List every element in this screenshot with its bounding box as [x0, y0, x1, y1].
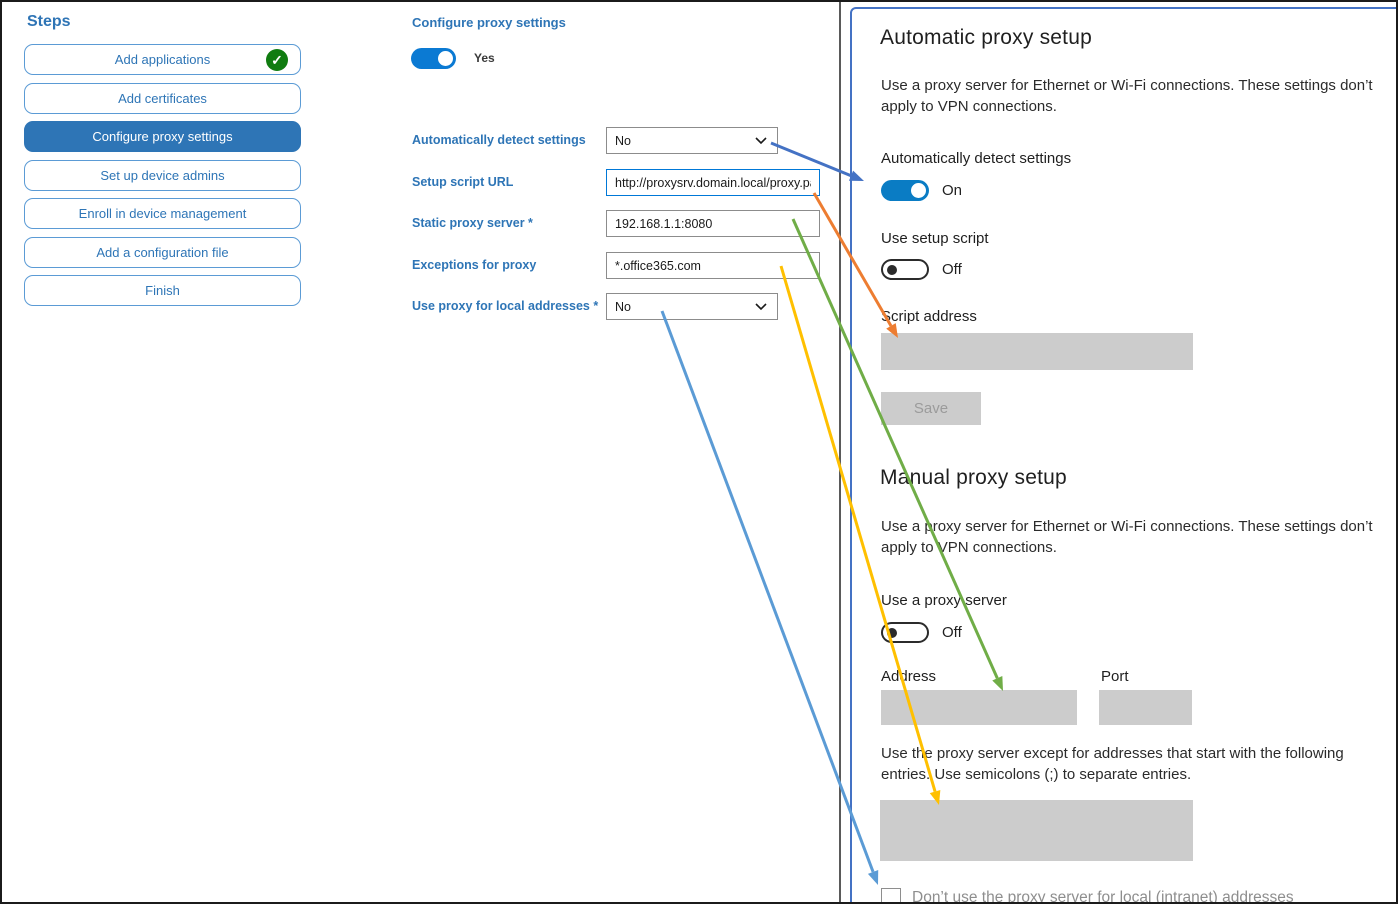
script-address-input[interactable]: [881, 333, 1193, 370]
port-label: Port: [1101, 668, 1129, 685]
detect-settings-toggle[interactable]: [881, 180, 929, 201]
field-label-exceptions: Exceptions for proxy: [412, 258, 537, 272]
sidebar-item-enroll-in-device-management[interactable]: Enroll in device management: [24, 198, 301, 229]
automatic-proxy-description: Use a proxy server for Ethernet or Wi-Fi…: [881, 77, 1373, 115]
field-label-static-proxy-server: Static proxy server *: [412, 216, 533, 230]
autodetect-select-value: No: [615, 133, 631, 148]
use-proxy-server-label: Use a proxy server: [881, 592, 1007, 609]
section-divider: [839, 2, 841, 902]
automatic-proxy-heading: Automatic proxy setup: [880, 26, 1092, 49]
proxy-address-input[interactable]: [881, 690, 1077, 725]
use-setup-script-state: Off: [942, 261, 962, 278]
save-button[interactable]: Save: [881, 392, 981, 425]
local-addresses-select[interactable]: No: [606, 293, 778, 320]
exceptions-description: Use the proxy server except for addresse…: [881, 745, 1344, 783]
sidebar-item-add-applications[interactable]: Add applications ✓: [24, 44, 301, 75]
completed-check-icon: ✓: [266, 49, 288, 71]
sidebar-item-add-a-configuration-file[interactable]: Add a configuration file: [24, 237, 301, 268]
step-label: Enroll in device management: [78, 206, 247, 221]
step-label: Add certificates: [118, 91, 207, 106]
field-label-autodetect: Automatically detect settings: [412, 133, 586, 147]
step-label: Add a configuration file: [96, 245, 229, 260]
proxy-exceptions-textarea[interactable]: [880, 800, 1193, 861]
local-addresses-mapping: [660, 310, 875, 873]
field-label-local-addresses: Use proxy for local addresses *: [412, 299, 599, 313]
sidebar-item-finish[interactable]: Finish: [24, 275, 301, 306]
proxy-exceptions-input[interactable]: [606, 252, 820, 279]
step-label: Finish: [145, 283, 180, 298]
manual-proxy-description: Use a proxy server for Ethernet or Wi-Fi…: [881, 518, 1373, 556]
local-intranet-checkbox[interactable]: [881, 888, 901, 902]
setup-script-url-input[interactable]: [606, 169, 820, 196]
chevron-down-icon: [755, 137, 767, 145]
local-addresses-select-value: No: [615, 299, 631, 314]
proxy-enabled-toggle-label: Yes: [474, 51, 495, 65]
chevron-down-icon: [755, 303, 767, 311]
static-proxy-server-input[interactable]: [606, 210, 820, 237]
manual-proxy-heading: Manual proxy setup: [880, 466, 1067, 489]
address-label: Address: [881, 668, 937, 685]
step-label: Add applications: [114, 52, 211, 67]
proxy-port-input[interactable]: [1099, 690, 1192, 725]
use-proxy-server-state: Off: [942, 624, 962, 641]
script-address-label: Script address: [881, 308, 977, 325]
use-proxy-server-toggle[interactable]: [881, 622, 929, 643]
use-setup-script-toggle[interactable]: [881, 259, 929, 280]
sidebar-item-add-certificates[interactable]: Add certificates: [24, 83, 301, 114]
sidebar-item-set-up-device-admins[interactable]: Set up device admins: [24, 160, 301, 191]
windows-proxy-settings-panel: Automatic proxy setup Use a proxy server…: [850, 7, 1396, 904]
step-label: Set up device admins: [100, 168, 225, 183]
sidebar-item-configure-proxy-settings[interactable]: Configure proxy settings: [24, 121, 301, 152]
form-title: Configure proxy settings: [412, 15, 566, 30]
autodetect-select[interactable]: No: [606, 127, 778, 154]
use-setup-script-label: Use setup script: [881, 230, 989, 247]
detect-settings-label: Automatically detect settings: [881, 150, 1072, 167]
steps-title: Steps: [27, 13, 71, 30]
proxy-enabled-toggle[interactable]: [411, 48, 456, 69]
local-intranet-checkbox-label: Don’t use the proxy server for local (in…: [912, 889, 1294, 904]
field-label-setup-script-url: Setup script URL: [412, 175, 514, 189]
step-label: Configure proxy settings: [92, 129, 233, 144]
detect-settings-state: On: [942, 182, 963, 199]
